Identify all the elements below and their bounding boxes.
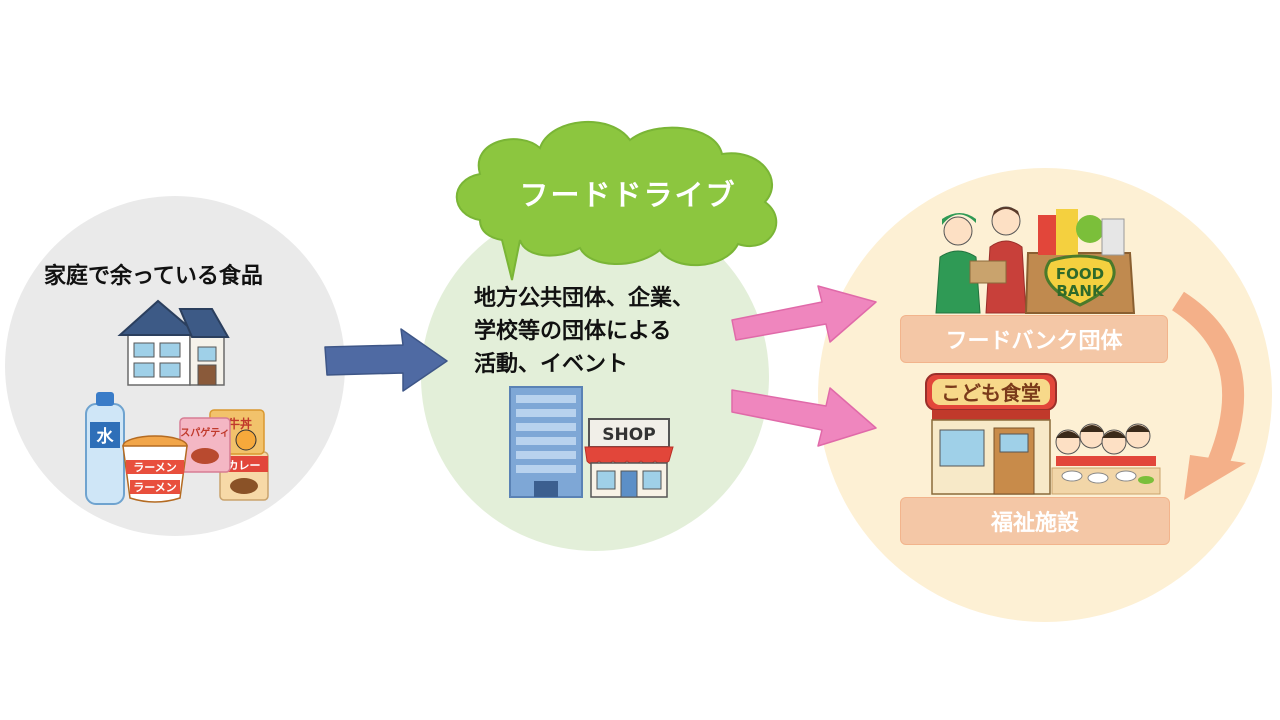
- foodbank-box-line2: BANK: [1056, 282, 1105, 300]
- kodomo-sign: こども食堂: [941, 381, 1041, 405]
- shop-icon: SHOP: [584, 418, 674, 498]
- drive-actors-line-2: 学校等の団体による: [474, 319, 672, 344]
- spaghetti-label: スパゲティ: [180, 426, 229, 439]
- shop-sign: SHOP: [602, 425, 655, 445]
- food-drive-cloud: [455, 120, 778, 281]
- drive-actors-line-1: 地方公共団体、企業、: [474, 286, 695, 311]
- foodbank-box-line1: FOOD: [1056, 265, 1104, 283]
- foodbank-label: フードバンク団体: [900, 315, 1168, 363]
- house-icon: [117, 299, 230, 386]
- food-items-icon: 水 カレー 牛丼 スパゲティ ラーメン ラーメン: [85, 392, 269, 505]
- water-label: 水: [97, 426, 115, 447]
- arrow-to-foodbank: [731, 285, 877, 343]
- drive-actors-text: 地方公共団体、企業、 学校等の団体による 活動、イベント: [474, 282, 694, 381]
- office-building-icon: [509, 386, 583, 498]
- arrow-to-welfare: [731, 387, 877, 447]
- ramen-label-2: ラーメン: [133, 481, 177, 494]
- curry-label: カレー: [228, 459, 261, 472]
- gyudon-label: 牛丼: [228, 416, 252, 431]
- kodomo-shokudo-illustration: こども食堂: [925, 373, 1161, 495]
- household-label: 家庭で余っている食品: [44, 264, 263, 289]
- arrow-foodbank-to-welfare: [1171, 291, 1246, 500]
- welfare-facility-label: 福祉施設: [900, 497, 1170, 545]
- foodbank-illustration: FOOD BANK: [935, 206, 1136, 314]
- drive-actors-line-3: 活動、イベント: [474, 352, 629, 377]
- food-drive-title: フードドライブ: [519, 178, 737, 212]
- ramen-label: ラーメン: [133, 461, 177, 474]
- arrow-to-drive: [324, 328, 448, 392]
